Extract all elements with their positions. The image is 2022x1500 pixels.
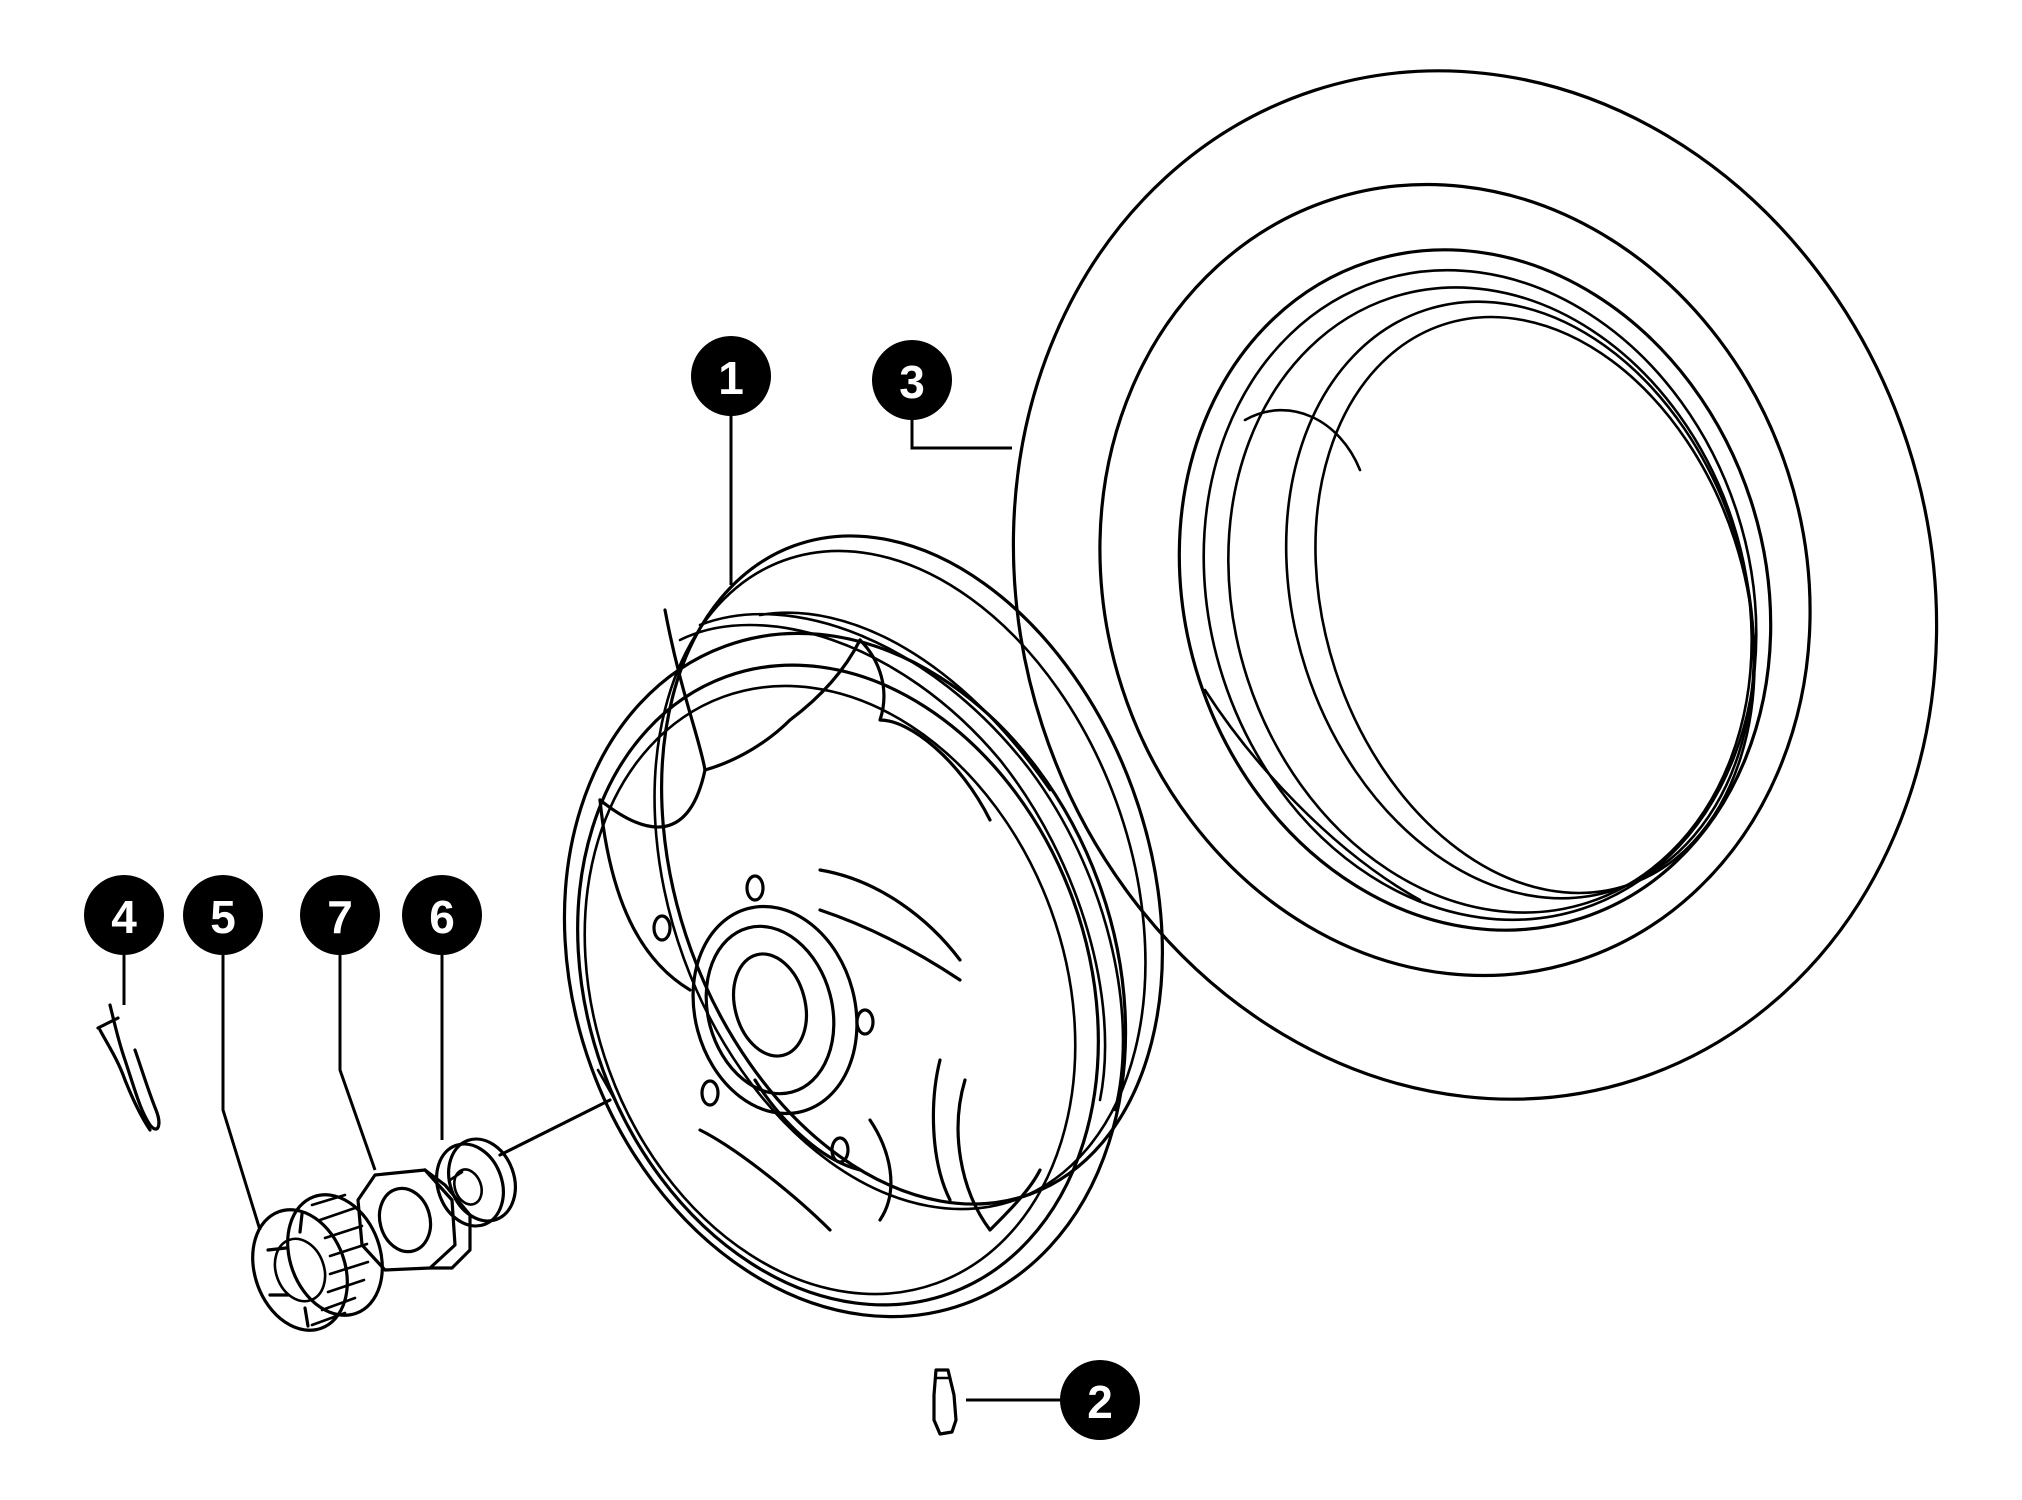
callout-7-label: 7 [327,891,353,943]
hex-nut [356,1168,472,1272]
tire [1011,69,1939,1101]
callout-5: 5 [183,875,263,955]
callout-4: 4 [84,875,164,955]
callout-2: 2 [1060,1360,1140,1440]
callout-1-label: 1 [718,352,744,404]
callout-2-label: 2 [1087,1376,1113,1428]
callout-6-label: 6 [429,891,455,943]
callout-3: 3 [872,340,952,420]
cotter-pin [96,1003,161,1132]
leader-lines [122,380,1060,1402]
washer [435,1137,517,1228]
callout-4-label: 4 [111,891,137,943]
callout-3-label: 3 [899,356,925,408]
wheel-rim [562,534,1164,1319]
callout-1: 1 [691,336,771,416]
callout-6: 6 [402,875,482,955]
axle-line [498,1098,612,1157]
callout-5-label: 5 [210,891,236,943]
castle-nut [251,1193,384,1332]
axle-tick [596,1068,617,1102]
valve-stem [932,1368,958,1436]
callout-7: 7 [300,875,380,955]
